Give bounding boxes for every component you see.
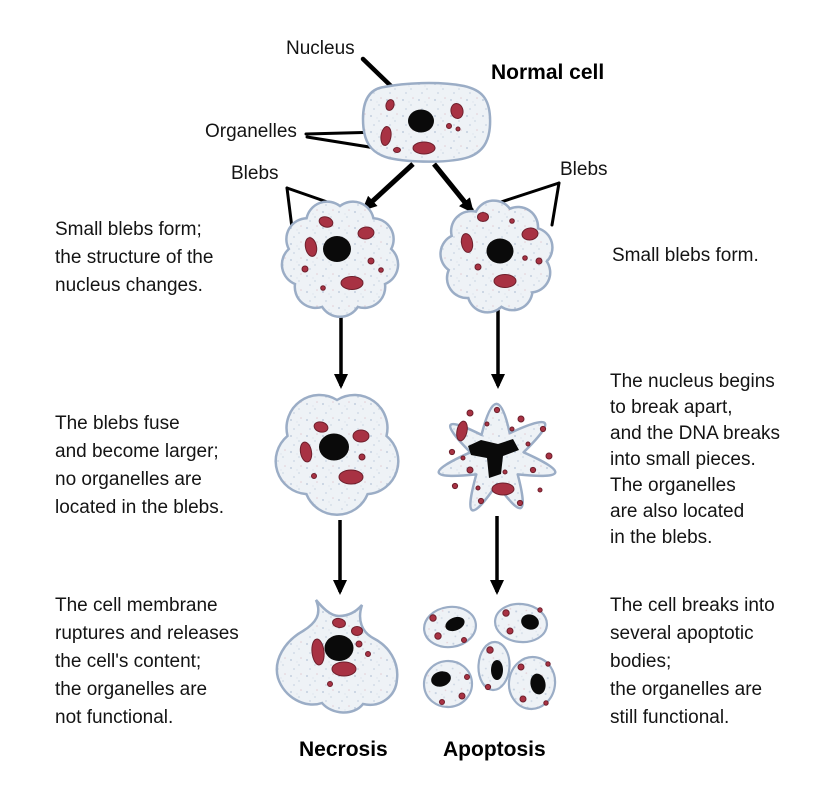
normal-cell-label: Normal cell (491, 61, 605, 84)
blebs-right-label: Blebs (560, 159, 608, 180)
necrosis-stage2-nucleus (319, 433, 349, 461)
necrosis-label: Necrosis (299, 738, 388, 761)
apoptosis-step-1-text: Small blebs form. (612, 245, 759, 266)
necrosis-stage3-cell (275, 599, 399, 714)
apoptotic-body (423, 605, 477, 649)
organelles-label: Organelles (205, 121, 297, 142)
apoptotic-body (422, 659, 474, 709)
necrosis-stage1-nucleus (323, 236, 351, 262)
nucleus-label: Nucleus (286, 38, 355, 59)
arrow-normal-to-apoptosis (432, 162, 474, 214)
apoptosis-label: Apoptosis (443, 738, 546, 761)
arrow-normal-to-necrosis (361, 162, 415, 212)
apoptotic-bodies-figure (422, 602, 557, 711)
necrosis-step-3-text: The cell membrane ruptures and releases … (55, 595, 239, 728)
blebs-left-label: Blebs (231, 163, 279, 184)
apoptosis-stage2-cell (437, 402, 557, 512)
necrosis-step-1-text: Small blebs form; the structure of the n… (55, 219, 214, 296)
apoptosis-step-2-text: The nucleus begins to break apart, and t… (610, 371, 781, 548)
flow-arrows (333, 162, 505, 595)
necrosis-stage2-cell (274, 393, 400, 516)
necrosis-stage1-cell (280, 200, 400, 319)
necrosis-stage3-nucleus (324, 635, 354, 661)
apoptosis-stage1-nucleus (486, 238, 514, 264)
necrosis-step-2-text: The blebs fuse and become larger; no org… (55, 413, 225, 518)
apoptosis-step-3-text: The cell breaks into several apoptotic b… (610, 595, 775, 728)
apoptosis-stage2-fragmented-nucleus (468, 439, 519, 478)
normal-cell-figure (361, 81, 492, 163)
apoptotic-body (507, 655, 557, 711)
normal-cell-nucleus (408, 109, 434, 133)
apoptotic-body (477, 640, 511, 692)
blebs-right-pointer-lines (499, 181, 561, 227)
apoptotic-body (493, 602, 549, 644)
apoptosis-stage1-cell (439, 199, 554, 314)
